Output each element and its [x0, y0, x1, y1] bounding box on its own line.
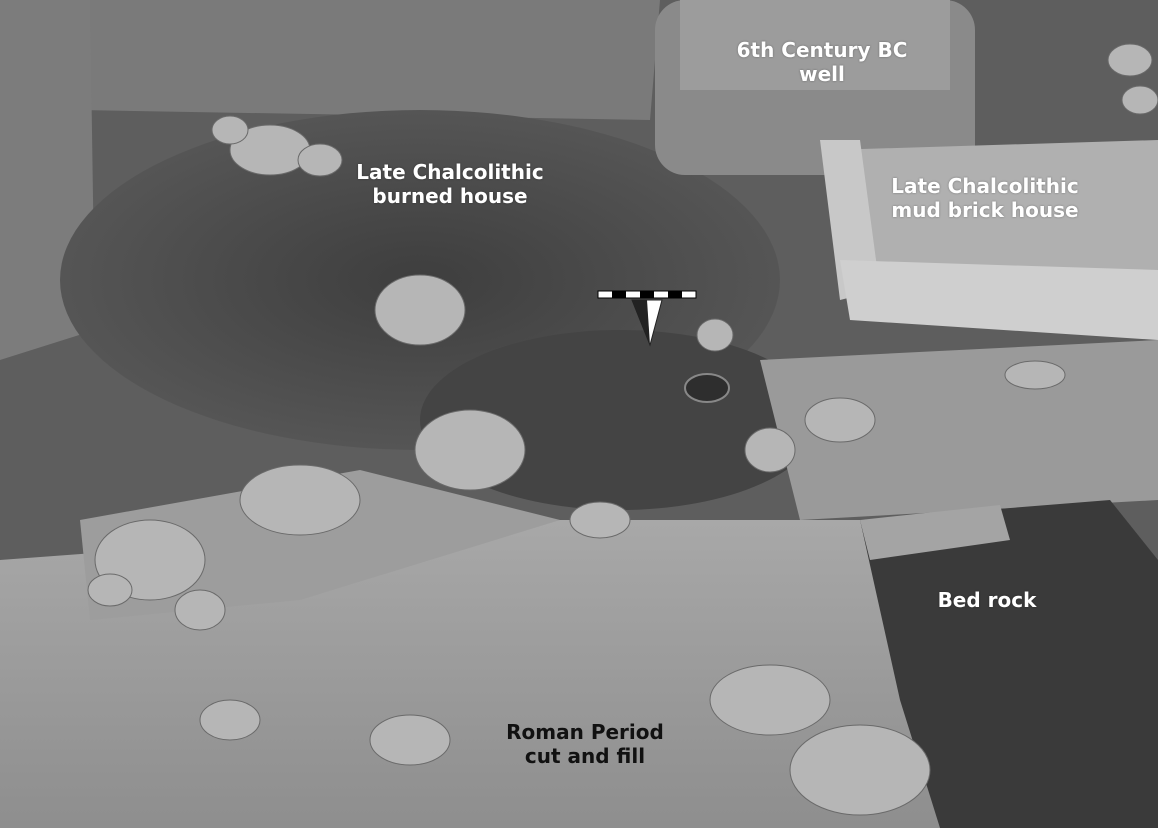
label-roman-period: Roman Period cut and fill: [470, 720, 700, 768]
label-mud-brick-house-line2: mud brick house: [891, 198, 1079, 222]
label-burned-house-line2: burned house: [372, 184, 528, 208]
label-well-line2: well: [799, 62, 845, 86]
label-roman-period-line1: Roman Period: [506, 720, 664, 744]
label-bed-rock-line1: Bed rock: [937, 588, 1037, 612]
label-burned-house: Late Chalcolithic burned house: [332, 160, 568, 208]
scale-bar: [597, 290, 697, 299]
label-well: 6th Century BC well: [712, 38, 932, 86]
label-roman-period-line2: cut and fill: [524, 744, 646, 768]
label-mud-brick-house: Late Chalcolithic mud brick house: [860, 174, 1110, 222]
label-well-line1: 6th Century BC: [736, 38, 908, 62]
label-bed-rock: Bed rock: [912, 588, 1062, 612]
label-mud-brick-house-line1: Late Chalcolithic: [891, 174, 1079, 198]
label-burned-house-line1: Late Chalcolithic: [356, 160, 544, 184]
